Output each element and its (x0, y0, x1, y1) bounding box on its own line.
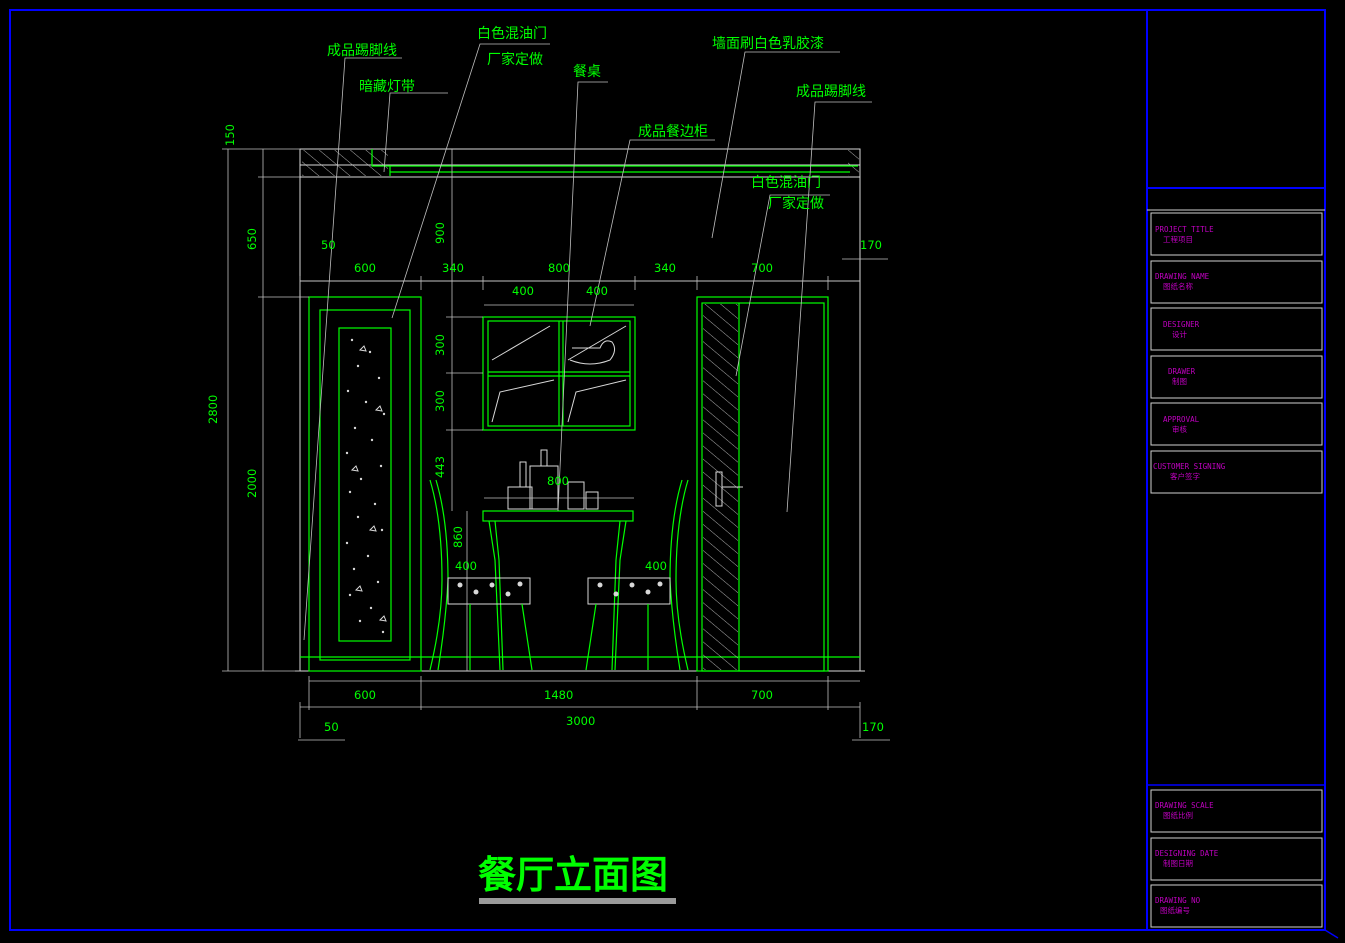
tb-scale-en: DRAWING SCALE (1155, 801, 1214, 810)
tb-approval-cn: 审核 (1172, 424, 1188, 434)
label-wall-paint: 墙面刷白色乳胶漆 (712, 35, 824, 52)
tb-approval-en: APPROVAL (1163, 415, 1200, 424)
title-block: PROJECT TITLE 工程项目 DRAWING NAME 图纸名称 DES… (1147, 209, 1325, 928)
dim-top-600: 600 (354, 261, 376, 275)
label-door-right-1: 白色混油门 (751, 174, 821, 191)
dim-v-443: 443 (433, 456, 447, 478)
dim-v-150: 150 (223, 124, 237, 146)
dim-chair-400a: 400 (455, 559, 477, 573)
tb-customer-cn: 客户签字 (1170, 471, 1200, 481)
dim-bot-3000: 3000 (566, 714, 595, 728)
dimension-lines (222, 148, 890, 741)
label-skirting-right: 成品踢脚线 (796, 84, 866, 100)
tb-no-en: DRAWING NO (1155, 896, 1201, 905)
right-door (696, 296, 829, 672)
sideboard-cabinet (482, 316, 636, 431)
dim-v-2800: 2800 (206, 395, 220, 424)
label-skirting-left: 成品踢脚线 (327, 43, 397, 59)
drawing-title: 餐厅立面图 (478, 853, 668, 897)
dim-v-650: 650 (245, 228, 259, 250)
dim-bot-600: 600 (354, 688, 376, 702)
dim-bot-1480: 1480 (544, 688, 573, 702)
dining-table (482, 449, 634, 671)
dim-bot-50: 50 (324, 720, 339, 734)
dim-bot-700: 700 (751, 688, 773, 702)
title-underline (479, 898, 676, 904)
chair-right (585, 479, 689, 671)
label-door-right-2: 厂家定做 (768, 195, 824, 212)
dim-chair-400b: 400 (645, 559, 667, 573)
chair-left (429, 479, 533, 671)
dim-v-300a: 300 (433, 334, 447, 356)
dim-cab-400a: 400 (512, 284, 534, 298)
dim-top-340a: 340 (442, 261, 464, 275)
dim-v-300b: 300 (433, 390, 447, 412)
tb-designer-cn: 设计 (1172, 329, 1188, 339)
dim-v-860: 860 (451, 526, 465, 548)
tb-date-cn: 制图日期 (1163, 858, 1193, 868)
tb-date-en: DESIGNING DATE (1155, 849, 1219, 858)
label-hidden-light: 暗藏灯带 (359, 79, 415, 95)
tb-drawing-cn: 图纸名称 (1163, 281, 1193, 291)
label-door-left-1: 白色混油门 (477, 25, 547, 42)
dim-top-170: 170 (860, 238, 882, 252)
tb-drawer-en: DRAWER (1168, 367, 1196, 376)
tb-drawing-en: DRAWING NAME (1155, 272, 1210, 281)
dim-top-700: 700 (751, 261, 773, 275)
left-door (308, 296, 422, 672)
dim-v-900: 900 (433, 222, 447, 244)
dim-cab-400b: 400 (586, 284, 608, 298)
tb-designer-en: DESIGNER (1163, 320, 1200, 329)
tb-drawer-cn: 制图 (1172, 376, 1187, 386)
dim-top-800: 800 (548, 261, 570, 275)
glass-texture (345, 338, 387, 634)
dim-top-50: 50 (321, 238, 336, 252)
dim-bot-170: 170 (862, 720, 884, 734)
label-door-left-2: 厂家定做 (487, 51, 543, 68)
drawing-frame (9, 9, 1339, 939)
label-dining-table: 餐桌 (573, 64, 601, 80)
tb-project-en: PROJECT TITLE (1155, 225, 1214, 234)
tb-customer-en: CUSTOMER SIGNING (1153, 462, 1226, 471)
leader-lines (303, 43, 872, 641)
label-sideboard: 成品餐边柜 (638, 124, 708, 140)
dim-table-800: 800 (547, 474, 569, 488)
tb-no-cn: 图纸编号 (1160, 905, 1190, 915)
dim-v-2000: 2000 (245, 469, 259, 498)
tb-scale-cn: 图纸比例 (1163, 810, 1193, 820)
dim-top-340b: 340 (654, 261, 676, 275)
tb-project-cn: 工程项目 (1163, 235, 1193, 244)
